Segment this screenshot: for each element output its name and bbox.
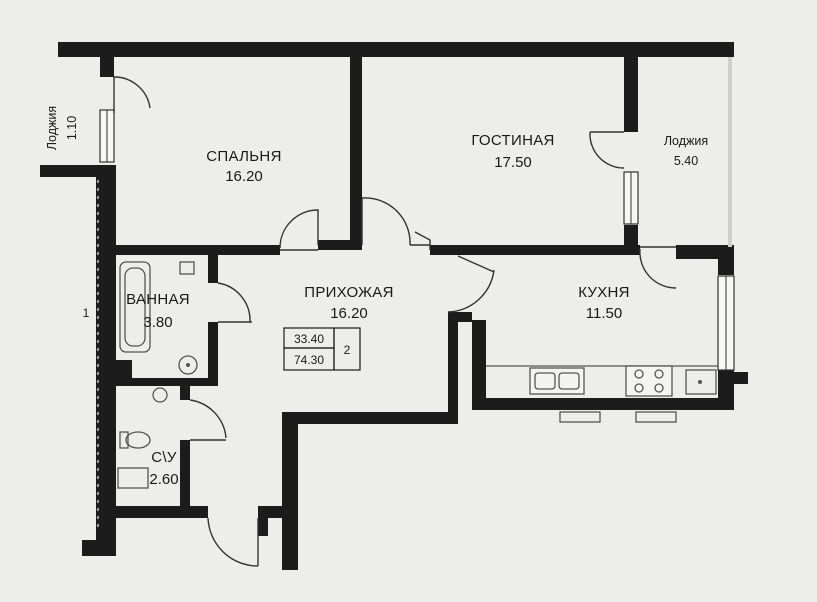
stove [625,365,673,397]
wc-sink [117,467,149,489]
bathroom-area: 3.80 [143,314,172,331]
wall-entry-right [282,412,298,570]
total-area: 74.30 [294,353,324,367]
wall-hall-post [448,312,472,322]
wall-hall-bottom [282,412,458,424]
living-name: ГОСТИНАЯ [471,132,554,149]
wall-entry-stub [258,506,268,536]
wall-living-loggia-bottom [624,225,638,255]
wall-bath-right [208,322,218,384]
wall-top [58,42,734,57]
windows [97,109,735,530]
wall-loggia-outer [728,57,732,247]
bathtub [119,261,151,353]
wall-wc-top-stub [180,384,190,400]
kitchen-name: КУХНЯ [578,284,630,301]
wall-bath-wc [116,378,218,386]
wall-bath-right-top [208,255,218,283]
walls [40,42,748,570]
wall-kitchen-right-top [718,245,734,275]
bedroom-name: СПАЛЬНЯ [206,148,281,165]
wall-living-loggia-top [624,57,638,132]
wall-bedroom-bottom-left [116,245,280,255]
wall-kitchen-bottom [482,398,734,410]
wall-kitchen-stub [734,372,748,384]
living-area-total: 33.40 [294,332,324,346]
bath-sink [178,355,198,375]
wall-shaft [116,360,132,386]
area-summary: 33.40 74.30 2 [283,327,361,371]
hall-area: 16.20 [330,305,368,322]
wc-area: 2.60 [149,471,178,488]
wall-left-stub [100,57,114,77]
wall-living-bottom [430,245,640,255]
hall-name: ПРИХОЖАЯ [304,284,394,301]
wall-bedroom-bottom-right [318,240,362,250]
kitchen-sink [529,367,585,395]
toilet [125,431,151,449]
kitchen-area: 11.50 [586,305,622,322]
wall-hall-right [448,312,458,412]
loggia-left-area: 1.10 [65,116,79,140]
bedroom-area: 16.20 [225,168,263,185]
wall-left [96,165,116,555]
living-area: 17.50 [494,154,532,171]
doors [113,76,677,567]
room-labels: СПАЛЬНЯ 16.20 ГОСТИНАЯ 17.50 Лоджия 5.40… [45,106,708,488]
wall-bedroom-living [350,57,362,245]
wall-wc-bottom [116,506,208,518]
loggia-left-name: Лоджия [45,106,59,150]
wall-wc-right [180,440,190,506]
wall-kitchen-left [472,320,486,410]
room-count: 2 [344,343,351,357]
bathroom-name: ВАННАЯ [126,291,190,308]
washer [152,387,168,403]
loggia-right-name: Лоджия [664,134,708,148]
left-marker: 1 [83,306,90,320]
loggia-right-area: 5.40 [674,154,698,168]
wc-name: С\У [151,449,177,466]
wall-left-foot [82,540,116,556]
fridge [685,369,717,395]
fixtures [117,261,718,489]
